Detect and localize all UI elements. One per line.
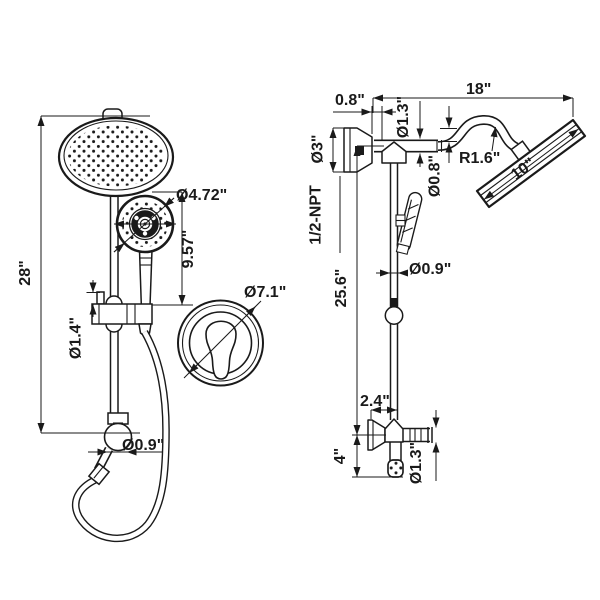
hand-shower-side xyxy=(395,191,423,255)
side-view-dimensions: 18" 0.8" Ø1.3" Ø3" 1/2-NPT Ø0.8" R1.6" xyxy=(308,81,579,484)
front-view: 28" Ø4.72" 9.57" Ø1.4" Ø0.9" Ø7.1" xyxy=(17,108,286,543)
dim-supply-thread-label: 1/2-NPT xyxy=(308,185,325,245)
dim-outlet-drop-label: 4" xyxy=(332,448,349,464)
dim-arm-pipe-diameter-label: Ø0.8" xyxy=(427,155,444,197)
dim-arm-bend-radius-label: R1.6" xyxy=(459,150,500,167)
slider-knob xyxy=(384,298,404,325)
bottom-elbow xyxy=(87,412,133,486)
bracket-pin xyxy=(96,291,105,305)
dim-flange-diameter-label: Ø3" xyxy=(310,135,327,164)
dim-riser-diameter-label: Ø0.9" xyxy=(409,261,451,278)
dim-bottom-offset-label: 2.4" xyxy=(360,393,390,410)
dim-hose-connector-diameter-label: Ø0.9" xyxy=(122,437,164,454)
dim-arm-reach-label: 18" xyxy=(466,81,491,98)
spray-face-dots xyxy=(68,125,164,187)
dim-overall-height-label: 28" xyxy=(17,260,34,285)
hose-nut xyxy=(87,462,111,486)
dim-valve-trim-diameter-label: Ø7.1" xyxy=(244,284,286,301)
dim-head-to-bracket-label: 9.57" xyxy=(180,230,197,269)
dim-outlet-pipe-diameter-label: Ø1.3" xyxy=(408,442,425,484)
riser-elbow-cover xyxy=(381,141,407,164)
hand-shower-holder xyxy=(395,214,406,227)
bottom-elbow-cover xyxy=(384,418,404,443)
wall-flange-top xyxy=(343,127,373,173)
dim-wall-offset-label: 0.8" xyxy=(335,92,365,109)
front-view-dimensions: 28" Ø4.72" 9.57" Ø1.4" Ø0.9" Ø7.1" xyxy=(17,115,286,456)
riser-pipe xyxy=(389,163,399,420)
bottom-assembly xyxy=(367,418,433,478)
slide-bracket xyxy=(91,291,153,336)
valve-handle xyxy=(205,320,237,380)
rain-shower-head-front xyxy=(57,116,175,198)
dim-riser-height-label: 25.6" xyxy=(333,269,350,308)
side-view: 18" 0.8" Ø1.3" Ø3" 1/2-NPT Ø0.8" R1.6" xyxy=(308,81,587,484)
shower-hose xyxy=(71,330,170,543)
dim-arm-sleeve-diameter-label: Ø1.3" xyxy=(395,96,412,138)
dim-handshower-diameter-label: Ø4.72" xyxy=(176,187,227,204)
valve-trim xyxy=(177,299,264,387)
hose-outlet-nut xyxy=(387,459,404,478)
dim-bracket-diameter-label: Ø1.4" xyxy=(68,317,85,359)
